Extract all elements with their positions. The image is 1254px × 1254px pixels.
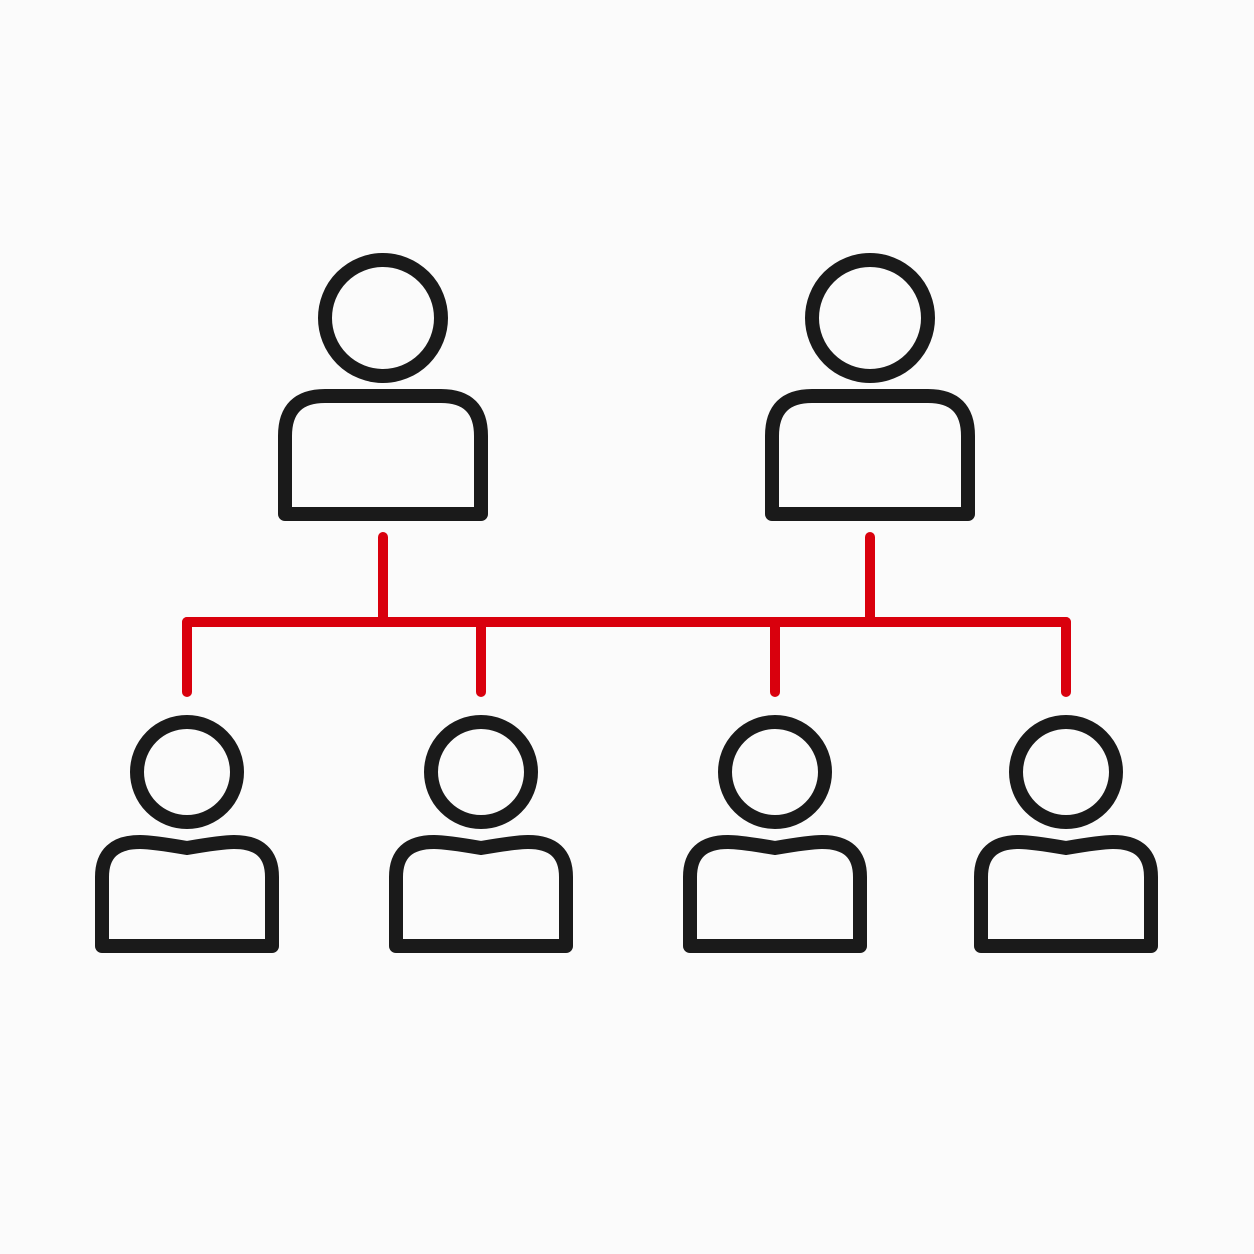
person-body <box>683 835 867 953</box>
person-head <box>318 253 448 383</box>
person-head <box>805 253 935 383</box>
person-head <box>424 715 538 829</box>
person-icon-top-1 <box>278 253 488 521</box>
person-icon-bottom-3 <box>683 715 867 953</box>
person-head <box>130 715 244 829</box>
person-icon-bottom-2 <box>389 715 573 953</box>
person-icon-bottom-4 <box>974 715 1158 953</box>
person-icon-top-2 <box>765 253 975 521</box>
person-head <box>1009 715 1123 829</box>
connector-lines <box>182 532 1071 697</box>
person-body <box>974 835 1158 953</box>
person-head <box>718 715 832 829</box>
person-body <box>389 835 573 953</box>
person-body <box>765 389 975 521</box>
person-body <box>95 835 279 953</box>
person-icon-bottom-1 <box>95 715 279 953</box>
person-body <box>278 389 488 521</box>
people-group <box>95 253 1158 953</box>
